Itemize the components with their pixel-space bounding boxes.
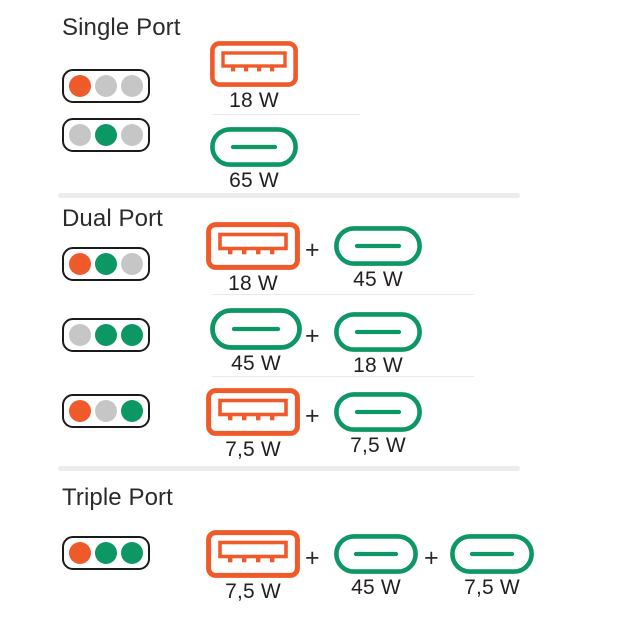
section-title-triple-port: Triple Port — [62, 484, 173, 511]
lamp-orange — [69, 542, 91, 564]
watt-label: 18 W — [229, 89, 279, 112]
port-indicator-dual-row-3 — [62, 394, 150, 428]
lamp-off — [95, 75, 117, 97]
lamp-off — [121, 75, 143, 97]
row-divider — [212, 376, 474, 377]
row-divider — [212, 114, 360, 115]
section-divider — [58, 466, 520, 471]
usb-a-icon — [206, 222, 300, 270]
connector-single-row-2-usb-c: 65 W — [210, 127, 298, 192]
port-indicator-single-row-2 — [62, 118, 150, 152]
plus-separator: + — [305, 402, 320, 430]
connector-triple-row-1-usb-c-primary: 45 W — [334, 534, 418, 599]
connector-dual-row-3-usb-c: 7,5 W — [334, 392, 422, 457]
plus-separator: + — [305, 236, 320, 264]
lamp-off — [95, 400, 117, 422]
lamp-off — [69, 324, 91, 346]
port-indicator-dual-row-2 — [62, 318, 150, 352]
plus-separator: + — [424, 544, 439, 572]
lamp-green — [95, 253, 117, 275]
connector-dual-row-1-usb-c: 45 W — [334, 226, 422, 291]
usb-c-icon — [450, 534, 534, 574]
usb-c-icon — [334, 226, 422, 266]
watt-label: 45 W — [231, 352, 281, 375]
connector-triple-row-1-usb-c-secondary: 7,5 W — [450, 534, 534, 599]
port-indicator-triple-row-1 — [62, 536, 150, 570]
watt-label: 7,5 W — [350, 434, 406, 457]
connector-dual-row-1-usb-a: 18 W — [206, 222, 300, 295]
usb-a-icon — [210, 41, 298, 87]
watt-label: 7,5 W — [464, 576, 520, 599]
connector-triple-row-1-usb-a: 7,5 W — [206, 530, 300, 603]
port-indicator-single-row-1 — [62, 69, 150, 103]
plus-separator: + — [305, 544, 320, 572]
connector-dual-row-2-usb-c-secondary: 18 W — [334, 312, 422, 377]
lamp-green — [95, 124, 117, 146]
lamp-orange — [69, 253, 91, 275]
lamp-off — [69, 124, 91, 146]
plus-separator: + — [305, 322, 320, 350]
usb-c-icon — [210, 308, 302, 350]
lamp-green — [121, 324, 143, 346]
connector-dual-row-2-usb-c-primary: 45 W — [210, 308, 302, 375]
watt-label: 18 W — [353, 354, 403, 377]
usb-c-icon — [334, 534, 418, 574]
lamp-green — [121, 542, 143, 564]
section-title-single-port: Single Port — [62, 14, 181, 41]
watt-label: 7,5 W — [225, 438, 281, 461]
watt-label: 65 W — [229, 169, 279, 192]
lamp-green — [95, 542, 117, 564]
lamp-green — [121, 400, 143, 422]
usb-c-icon — [334, 312, 422, 352]
port-indicator-dual-row-1 — [62, 247, 150, 281]
row-divider — [212, 294, 474, 295]
lamp-orange — [69, 75, 91, 97]
usb-a-icon — [206, 388, 300, 436]
watt-label: 45 W — [353, 268, 403, 291]
usb-c-icon — [210, 127, 298, 167]
lamp-orange — [69, 400, 91, 422]
section-divider — [58, 193, 520, 198]
connector-dual-row-3-usb-a: 7,5 W — [206, 388, 300, 461]
usb-a-icon — [206, 530, 300, 578]
lamp-off — [121, 253, 143, 275]
watt-label: 18 W — [228, 272, 278, 295]
watt-label: 45 W — [351, 576, 401, 599]
watt-label: 7,5 W — [225, 580, 281, 603]
lamp-off — [121, 124, 143, 146]
section-title-dual-port: Dual Port — [62, 205, 163, 232]
connector-single-row-1-usb-a: 18 W — [210, 41, 298, 112]
lamp-green — [95, 324, 117, 346]
usb-c-icon — [334, 392, 422, 432]
